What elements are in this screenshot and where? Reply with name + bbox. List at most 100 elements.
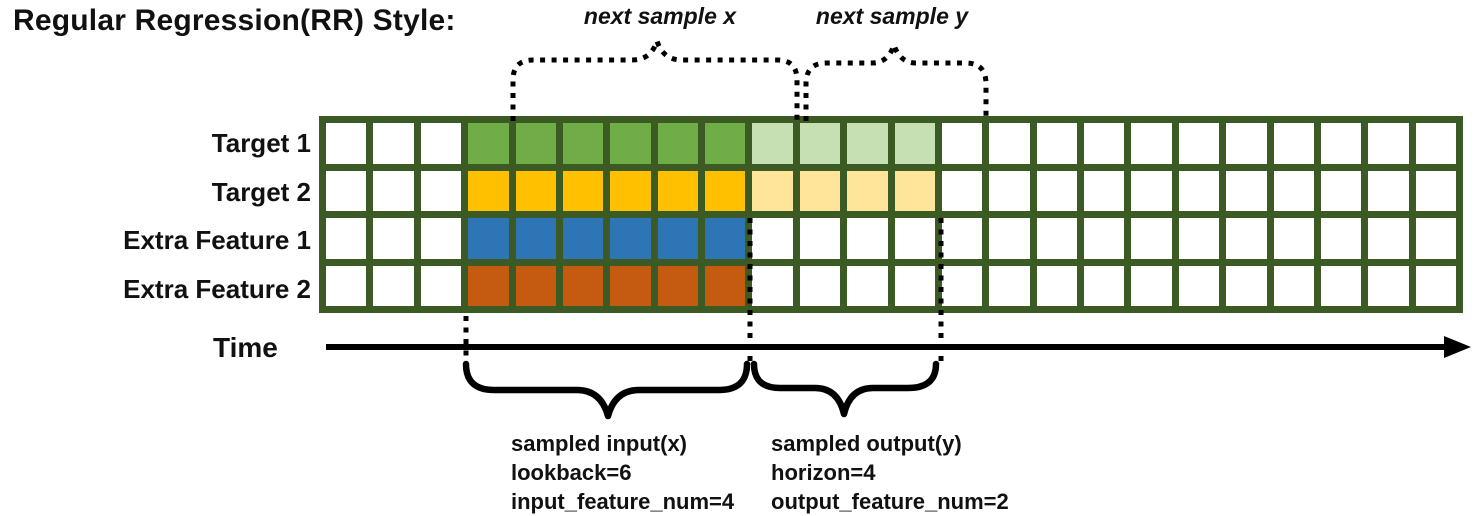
grid-cell: [373, 218, 414, 259]
grid-cell: [705, 218, 746, 259]
next-sample-x-label: next sample x: [583, 3, 737, 29]
time-axis-label: Time: [213, 332, 278, 363]
grid-cell: [326, 170, 367, 211]
grid-cell: [1320, 265, 1362, 306]
grid-cell: [373, 170, 414, 211]
grid-cell: [799, 265, 841, 306]
input-feature-num-value: input_feature_num=4: [511, 489, 735, 514]
grid-cell: [1320, 123, 1362, 164]
grid-cell: [1226, 123, 1267, 164]
grid-cell: [847, 170, 888, 211]
grid-cell: [705, 123, 746, 164]
grid-cell: [1368, 170, 1409, 211]
grid-cell: [1273, 170, 1314, 211]
grid-cell: [326, 265, 367, 306]
grid-cell: [1320, 218, 1362, 259]
grid-cell: [989, 170, 1030, 211]
grid-cell: [1036, 123, 1077, 164]
grid-cell: [468, 123, 509, 164]
grid-cell: [1131, 265, 1172, 306]
next-sample-y-label: next sample y: [815, 3, 969, 29]
grid-cell: [657, 265, 698, 306]
grid-cell: [989, 123, 1030, 164]
grid-cell: [562, 265, 604, 306]
grid-cell: [562, 218, 604, 259]
grid-cell: [752, 218, 793, 259]
grid-cell: [657, 170, 698, 211]
sampled-input-brace: [462, 360, 751, 420]
grid-cell: [657, 123, 698, 164]
grid-cell: [1131, 218, 1172, 259]
grid-cell: [1036, 218, 1077, 259]
grid-cell: [799, 218, 841, 259]
lookback-value: lookback=6: [511, 460, 632, 485]
horizon-value: horizon=4: [771, 460, 876, 485]
grid-cell: [1368, 265, 1409, 306]
grid-cell: [420, 123, 462, 164]
grid-cell: [894, 218, 935, 259]
grid-cell: [894, 123, 935, 164]
grid-cell: [1415, 123, 1456, 164]
grid-cell: [610, 218, 651, 259]
grid-cell: [1131, 170, 1172, 211]
sampled-output-brace: [750, 360, 940, 418]
grid-cell: [515, 123, 556, 164]
sampled-input-note: sampled input(x) lookback=6 input_featur…: [511, 429, 734, 516]
grid-cell: [894, 170, 935, 211]
grid-cell: [752, 265, 793, 306]
grid-cell: [1273, 218, 1314, 259]
grid-cell: [468, 218, 509, 259]
grid-cell: [1368, 123, 1409, 164]
grid-cell: [1415, 170, 1456, 211]
row-label-extra-feature-1: Extra Feature 1: [123, 225, 311, 255]
grid-cell: [1273, 265, 1314, 306]
grid-cell: [799, 123, 841, 164]
grid-cell: [610, 123, 651, 164]
grid-cell: [562, 170, 604, 211]
row-label-target-2: Target 2: [211, 177, 311, 207]
grid-cell: [847, 123, 888, 164]
grid-cell: [1320, 170, 1362, 211]
grid-cell: [1368, 218, 1409, 259]
sampled-output-title: sampled output(y): [771, 431, 962, 456]
sampled-output-note: sampled output(y) horizon=4 output_featu…: [771, 429, 1009, 516]
grid-cell: [1178, 265, 1220, 306]
grid-cell: [1084, 218, 1125, 259]
grid-cell: [1415, 218, 1456, 259]
grid-cell: [1084, 265, 1125, 306]
grid-cell: [1036, 170, 1077, 211]
grid-cell: [941, 123, 983, 164]
grid-cell: [420, 265, 462, 306]
output-feature-num-value: output_feature_num=2: [771, 489, 1009, 514]
grid-cell: [847, 265, 888, 306]
grid-cell: [705, 265, 746, 306]
grid-cell: [562, 123, 604, 164]
sampled-input-title: sampled input(x): [511, 431, 688, 456]
grid-cell: [515, 170, 556, 211]
grid-cell: [894, 265, 935, 306]
grid-cell: [989, 218, 1030, 259]
grid-cell: [941, 265, 983, 306]
grid-cell: [1036, 265, 1077, 306]
grid-cell: [326, 218, 367, 259]
next-sample-x-brace: [510, 32, 800, 121]
grid-cell: [468, 170, 509, 211]
grid-cell: [373, 123, 414, 164]
grid-cell: [610, 170, 651, 211]
next-sample-y-brace: [803, 37, 989, 121]
grid-cell: [657, 218, 698, 259]
grid-cell: [941, 170, 983, 211]
grid-cell: [1415, 265, 1456, 306]
grid-cell: [1084, 170, 1125, 211]
grid-cell: [420, 218, 462, 259]
grid-cell: [1084, 123, 1125, 164]
row-label-extra-feature-2: Extra Feature 2: [123, 274, 311, 304]
grid-cell: [515, 218, 556, 259]
grid-cell: [515, 265, 556, 306]
figure-title: Regular Regression(RR) Style:: [13, 4, 456, 37]
time-axis-arrow: [326, 336, 1471, 358]
time-series-grid: [319, 116, 1463, 313]
grid-cell: [752, 123, 793, 164]
grid-cell: [373, 265, 414, 306]
